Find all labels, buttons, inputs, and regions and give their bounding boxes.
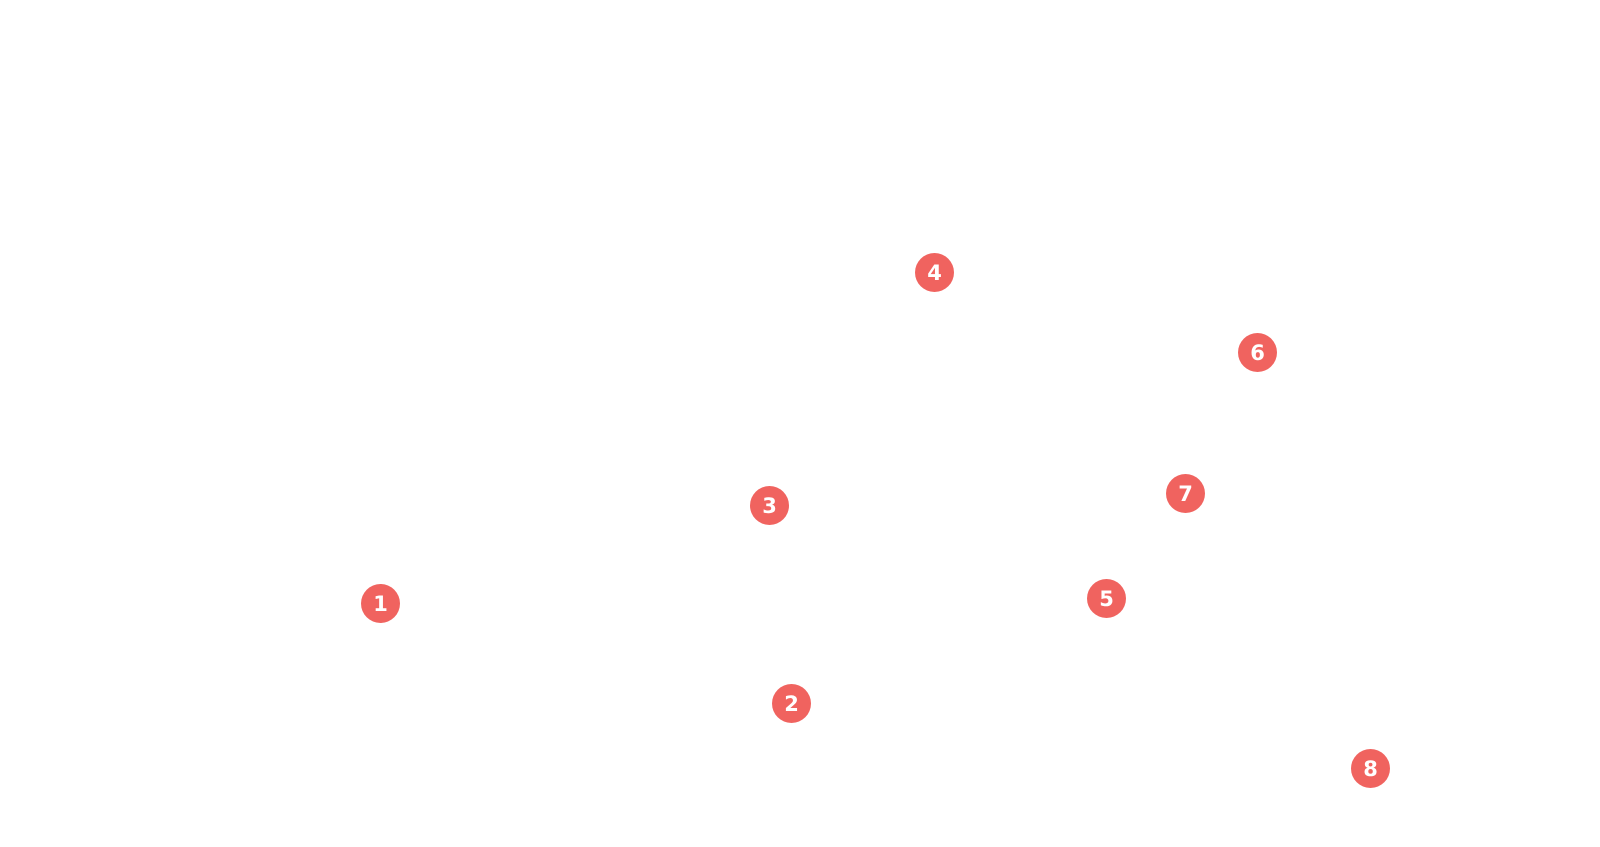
marker-8[interactable]: 8 (1351, 749, 1390, 788)
marker-3[interactable]: 3 (750, 486, 789, 525)
marker-6[interactable]: 6 (1238, 333, 1277, 372)
marker-4[interactable]: 4 (915, 253, 954, 292)
marker-1[interactable]: 1 (361, 584, 400, 623)
marker-5[interactable]: 5 (1087, 579, 1126, 618)
marker-2[interactable]: 2 (772, 684, 811, 723)
marker-7[interactable]: 7 (1166, 474, 1205, 513)
